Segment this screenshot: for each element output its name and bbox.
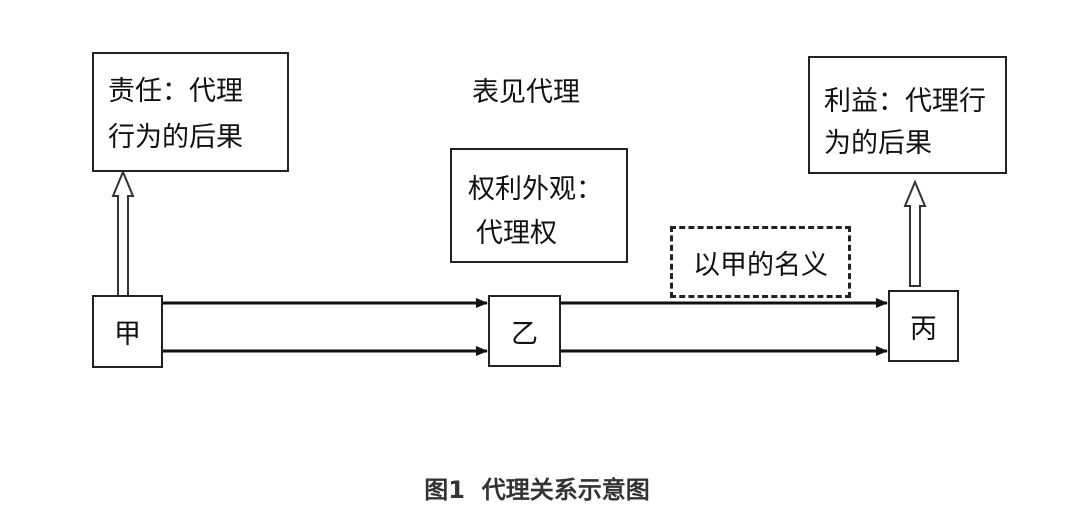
appearance-box: 权利外观： 代理权 [450, 148, 628, 263]
responsibility-box: 责任：代理 行为的后果 [92, 52, 289, 172]
party-c-box: 丙 [888, 290, 959, 362]
party-b-label: 乙 [511, 318, 538, 350]
appearance-line-1: 权利外观： [468, 174, 603, 205]
party-b-box: 乙 [488, 295, 561, 367]
responsibility-line-2: 行为的后果 [108, 122, 243, 153]
diagram-title: 表见代理 [472, 77, 580, 108]
party-a-box: 甲 [92, 295, 163, 368]
responsibility-line-1: 责任：代理 [108, 76, 243, 107]
hollow-arrow-a-up [111, 169, 135, 297]
hollow-arrow-c-up [903, 179, 927, 287]
benefit-box: 利益：代理行 为的后果 [808, 56, 1007, 174]
appearance-line-2: 代理权 [476, 218, 557, 249]
name-box-label: 以甲的名义 [693, 249, 828, 281]
figure-caption: 图1 代理关系示意图 [424, 476, 650, 504]
party-a-label: 甲 [114, 319, 141, 350]
name-box: 以甲的名义 [670, 226, 851, 298]
benefit-line-2: 为的后果 [824, 128, 932, 159]
party-c-label: 丙 [910, 313, 937, 345]
benefit-line-1: 利益：代理行 [824, 86, 986, 117]
